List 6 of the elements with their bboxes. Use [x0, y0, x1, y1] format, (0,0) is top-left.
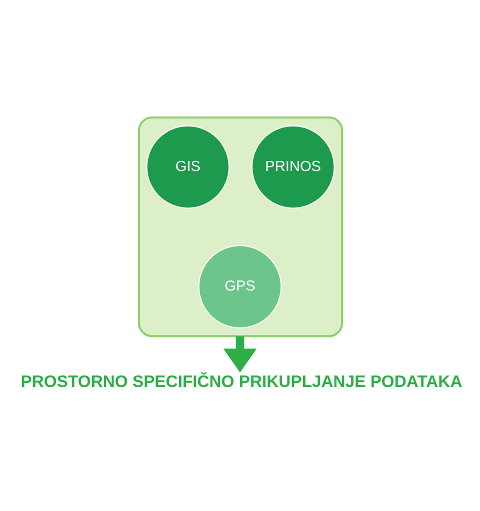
- node-circle: GIS: [146, 124, 230, 208]
- node-circle: PRINOS: [251, 124, 335, 208]
- node-text: PROSTORNO SPECIFIČNO PRIKUPLJANJE PODATAKA: [20, 372, 462, 391]
- cluster: [138, 116, 344, 337]
- node-circle: GPS: [198, 244, 282, 328]
- arrow: [223, 336, 257, 372]
